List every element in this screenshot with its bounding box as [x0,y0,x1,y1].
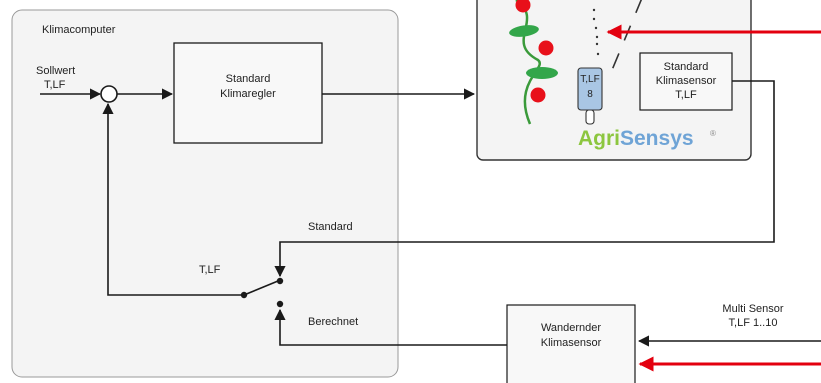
klimasensor-line3: T,LF [675,89,697,101]
klimasensor-line1: Standard [664,61,709,73]
wandernder-to-switch-path [274,308,507,346]
tomato [538,40,554,56]
greenhouse-panel: T,LF 8 Standard Klimasensor T,LF AgriSen… [476,0,752,161]
plant-stem [515,0,541,125]
plant-illustration [509,0,558,125]
plant-leaf [509,25,539,37]
plant-leaf [526,67,558,79]
logo-part1: Agri [578,127,620,150]
feedback-to-junction-path [102,102,244,296]
regler-line2: Klimaregler [220,88,276,100]
klimasensor-feedback-path [274,80,775,278]
switch-lever [243,280,279,296]
switch-label-tlf: T,LF [199,264,221,276]
standard-klimasensor-box: Standard Klimasensor T,LF [639,52,733,111]
switch-label-berechnet: Berechnet [308,316,358,328]
sollwert-label: Sollwert [36,65,75,77]
sensor-probe [585,109,595,125]
switch-contact-berechnet [276,300,284,308]
logo-part2: Sensys [620,127,694,150]
wandernder-line2: Klimasensor [541,337,602,349]
klimasensor-line2: Klimasensor [656,75,717,87]
tomato [515,0,531,13]
switch-label-standard: Standard [308,221,353,233]
sensor-dots [592,8,600,56]
sollwert-unit: T,LF [44,79,66,91]
regler-line1: Standard [226,73,271,85]
logo-registered: ® [710,129,716,138]
multisensor-line1: Multi Sensor [722,303,783,315]
wandernder-klimasensor-box: Wandernder Klimasensor [506,304,636,383]
multisensor-line2: T,LF 1..10 [729,317,778,329]
wandernder-line1: Wandernder [541,322,601,334]
sensor-tag-line2: 8 [587,89,593,100]
logo-text: AgriSensys [578,127,694,150]
sensor-tlf-8: T,LF 8 [577,67,603,125]
selector-switch: T,LF Standard Berechnet [199,221,358,328]
summing-junction [100,85,118,103]
agrisensys-logo: AgriSensys ® [578,127,716,150]
switch-contact-standard [276,277,284,285]
tomato [530,87,546,103]
sensor-tag-line1: T,LF [580,74,599,85]
dashed-line [611,0,643,71]
standard-klimaregler-box: Standard Klimaregler [173,42,323,144]
klimacomputer-title: Klimacomputer [42,24,116,36]
